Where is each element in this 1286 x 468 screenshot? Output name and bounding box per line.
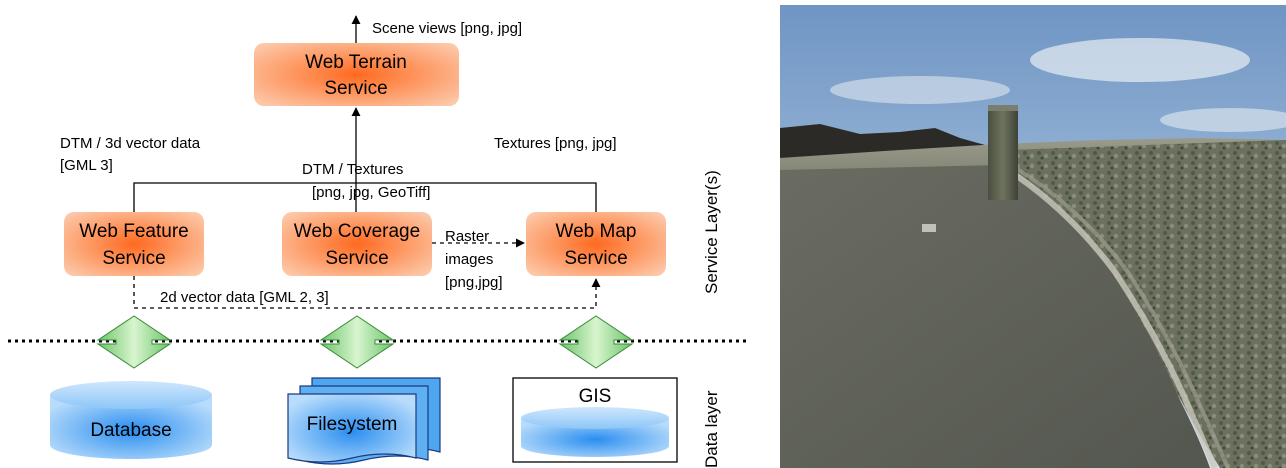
filesystem-label: Filesystem <box>307 414 398 435</box>
service-layer-label: Service Layer(s) <box>702 170 721 294</box>
database-label: Database <box>90 420 171 441</box>
wts-line2: Service <box>324 78 387 99</box>
wms-line1: Web Map <box>556 221 637 242</box>
wfs-line1: Web Feature <box>79 221 188 242</box>
wcs-line1: Web Coverage <box>294 221 420 242</box>
scene-views-label: Scene views [png, jpg] <box>372 20 522 37</box>
gis-label: GIS <box>579 386 612 407</box>
vector-2d-line <box>133 276 601 309</box>
vector-2d-label: 2d vector data [GML 2, 3] <box>160 289 329 306</box>
filesystem-icon: Filesystem <box>287 377 441 465</box>
gis-icon: GIS <box>512 377 678 463</box>
wms-data-arrow <box>558 315 634 369</box>
web-feature-service-box: Web Feature Service <box>64 212 204 276</box>
dtm-vector-label-1: DTM / 3d vector data <box>60 135 201 152</box>
dtm-textures-label-2: [png, jpg, GeoTiff] <box>312 184 430 201</box>
web-map-service-box: Web Map Service <box>526 212 666 276</box>
wfs-line2: Service <box>102 248 165 269</box>
raster-label-1: Raster <box>445 228 489 245</box>
web-coverage-service-box: Web Coverage Service <box>282 212 432 276</box>
raster-label-2: images <box>445 251 493 268</box>
database-icon: Database <box>50 381 212 459</box>
service-bus-line <box>133 182 597 212</box>
textures-label: Textures [png, jpg] <box>494 135 617 152</box>
wms-line2: Service <box>564 248 627 269</box>
dtm-textures-label-1: DTM / Textures <box>302 161 403 178</box>
dtm-vector-label-2: [GML 3] <box>60 157 113 174</box>
connectors <box>133 15 601 309</box>
wcs-line2: Service <box>325 248 388 269</box>
terrain-photo <box>780 5 1286 468</box>
web-terrain-service-box: Web Terrain Service <box>254 43 459 106</box>
raster-label-3: [png,jpg] <box>445 274 503 291</box>
wts-line1: Web Terrain <box>305 52 407 73</box>
wfs-data-arrow <box>96 315 172 369</box>
data-layer-label: Data layer <box>702 390 721 468</box>
wcs-data-arrow <box>319 315 395 369</box>
